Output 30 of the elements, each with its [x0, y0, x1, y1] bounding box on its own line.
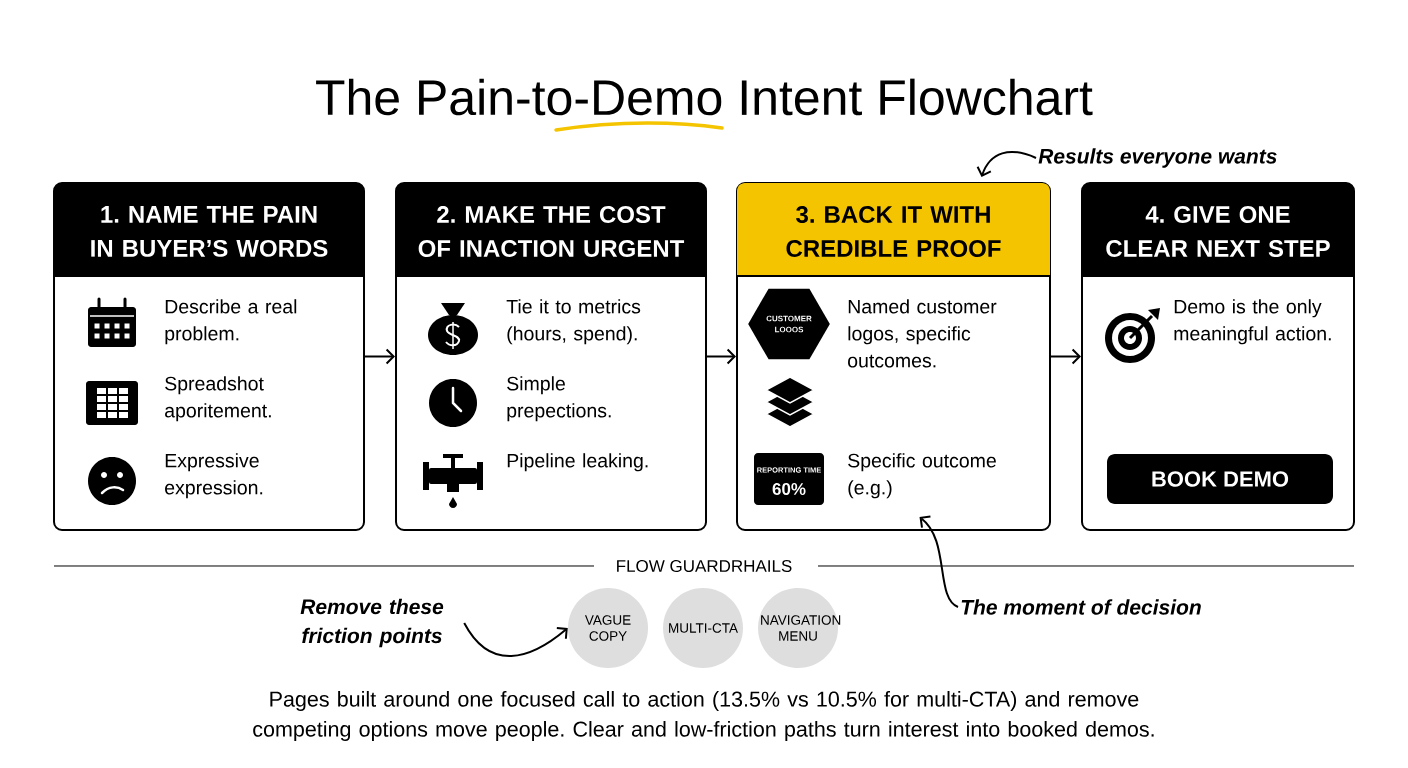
- friction-chip: VAGUE COPY: [568, 587, 649, 669]
- arrow: [976, 150, 1037, 177]
- section-label: FLOW GUARDRHAILS: [617, 560, 792, 572]
- friction-chip: NAVIGATION MENU: [758, 587, 841, 669]
- card-header: 3. BACK IT WITH CREDIBLE PROOF: [736, 183, 1051, 277]
- card-header: 4. GIVE ONE CLEAR NEXT STEP: [1081, 183, 1355, 277]
- item-text: Expressive expression.: [165, 453, 263, 499]
- arrow: [706, 348, 736, 365]
- item-text: Pipeline leaking.: [507, 453, 648, 472]
- annotation: Remove these friction points: [300, 598, 444, 648]
- item-text: Simple prepections.: [507, 376, 611, 422]
- card-header: 2. MAKE THE COST OF INACTION URGENT: [395, 183, 707, 277]
- item-text: Describe a real problem.: [165, 299, 297, 345]
- item-text: Specific outcome (e.g.): [848, 453, 996, 499]
- arrow: [1050, 348, 1081, 365]
- friction-chip: MULTI-CTA: [663, 588, 743, 668]
- book-demo-button: BOOK DEMO: [1107, 454, 1333, 504]
- item-text: Tie it to metrics (hours, spend).: [506, 299, 641, 345]
- item-text: Named customer logos, specific outcomes.: [848, 299, 997, 368]
- title: The Pain-to-Demo Intent Flowchart: [316, 78, 1093, 116]
- card-header: 1. NAME THE PAIN IN BUYER’S WORDS: [53, 183, 365, 277]
- annotation: The moment of decision: [961, 599, 1201, 615]
- caption: Pages built around one focused call to action (13.5% vs 10.5% for multi-CTA) and remove competing options move people. Clear and low-friction paths turn interest into booked demos.: [253, 691, 1154, 741]
- hexagon-badge: CUSTOMER LOOOS: [748, 288, 830, 360]
- item-text: Spreadshot aporitement.: [165, 376, 271, 422]
- arrow: [919, 515, 959, 608]
- arrow: [463, 622, 568, 658]
- arrow: [364, 348, 395, 365]
- item-text: Demo is the only meaningful action.: [1174, 299, 1331, 345]
- annotation: Results everyone wants: [1038, 148, 1277, 168]
